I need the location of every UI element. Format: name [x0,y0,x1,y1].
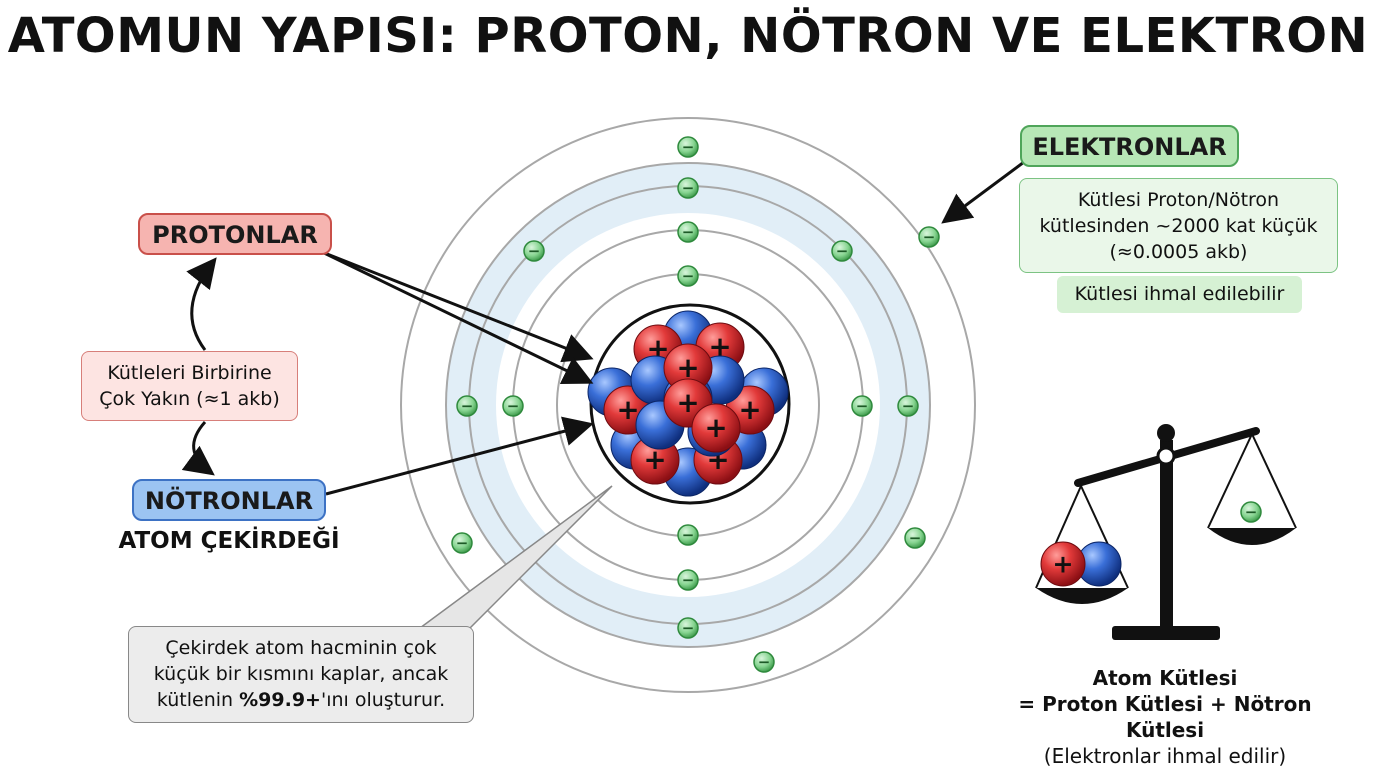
svg-text:−: − [682,267,695,285]
svg-text:−: − [923,228,936,246]
arrow-icon [321,250,594,385]
electron-icon: − [677,177,699,199]
page-title: ATOMUN YAPISI: PROTON, NÖTRON VE ELEKTRO… [7,8,1369,64]
svg-text:−: − [682,138,695,156]
electrons: − − − − − − − − − − − − − − − − − [451,136,940,673]
arrow-icon [941,160,1025,224]
svg-text:+: + [738,393,761,426]
electron-icon: − [451,532,473,554]
svg-text:−: − [456,534,469,552]
proton-neutron-mass-note: Kütleleri Birbirine Çok Yakın (≈1 akb) [81,351,298,421]
arrow-icon [321,250,594,363]
neutrons-label: NÖTRONLAR [132,479,326,521]
electron-icon: − [677,617,699,639]
svg-text:+: + [1052,549,1073,578]
electron-note-line: (≈0.0005 akb) [1109,241,1248,263]
electron-mass-note: Kütlesi Proton/Nötron kütlesinden ~2000 … [1019,178,1338,273]
electron-icon: − [753,651,775,673]
electron-icon: − [851,395,873,417]
mass-note-line: Çok Yakın (≈1 akb) [99,388,280,410]
electrons-label: ELEKTRONLAR [1020,125,1239,167]
nucleus-label: ATOM ÇEKİRDEĞİ [118,528,340,554]
arrows [181,160,1025,496]
svg-text:−: − [909,529,922,547]
electron-icon: − [831,240,853,262]
nucleus-note-percent: %99.9+ [239,689,321,711]
balance-scale-icon [1035,424,1297,640]
orbit-ring [445,162,931,648]
arrow-icon [186,257,217,351]
electron-note-line: Kütlesi Proton/Nötron [1077,189,1280,211]
arrow-icon [325,416,594,496]
svg-text:−: − [682,571,695,589]
nucleus-note-text: 'ını oluşturur. [320,689,446,711]
electron-icon: − [502,395,524,417]
electron-note-line: kütlesinden ~2000 kat küçük [1039,215,1318,237]
nucleus-note-line: kütlenin %99.9+'ını oluşturur. [139,687,463,713]
electron-negligible-note: Kütlesi ihmal edilebilir [1057,276,1302,313]
svg-text:−: − [902,397,915,415]
svg-text:−: − [682,619,695,637]
mass-note-line: Kütleleri Birbirine [107,362,272,384]
scale-particles: +− [1040,501,1262,587]
nucleus-note-line: küçük bir kısmını kaplar, ancak [153,663,449,685]
electron-icon: − [677,136,699,158]
svg-text:−: − [836,242,849,260]
svg-text:−: − [528,242,541,260]
nucleus-volume-note: Çekirdek atom hacminin çok küçük bir kıs… [128,626,474,723]
electron-icon: − [1240,501,1262,523]
svg-text:−: − [507,397,520,415]
svg-text:+: + [704,411,727,444]
electron-icon: − [897,395,919,417]
electron-icon: − [677,524,699,546]
svg-text:−: − [682,526,695,544]
nucleus-note-line: Çekirdek atom hacminin çok [165,637,437,659]
svg-text:+: + [676,386,699,419]
electron-icon: − [904,527,926,549]
atomic-mass-formula: Atom Kütlesi = Proton Kütlesi + Nötron K… [980,665,1350,769]
orbit-ring [400,117,976,693]
nucleus: +++++++++ [587,303,791,505]
electron-icon: − [918,226,940,248]
proton-icon: + [663,343,713,393]
formula-equation: = Proton Kütlesi + Nötron Kütlesi [1018,692,1312,742]
nucleus-note-text: kütlenin [156,689,240,711]
svg-text:−: − [682,179,695,197]
svg-text:+: + [676,351,699,384]
svg-text:−: − [1245,503,1258,521]
formula-title: Atom Kütlesi [1092,666,1238,690]
electron-icon: − [677,265,699,287]
proton-icon: + [691,403,741,453]
electron-icon: − [677,221,699,243]
proton-icon: + [1040,541,1086,587]
svg-text:−: − [758,653,771,671]
svg-text:+: + [616,393,639,426]
svg-text:+: + [643,443,666,476]
electron-icon: − [677,569,699,591]
svg-text:+: + [708,330,731,363]
svg-text:−: − [461,397,474,415]
electron-icon: − [523,240,545,262]
arrow-icon [181,421,215,476]
protons-label: PROTONLAR [138,213,332,255]
svg-text:−: − [682,223,695,241]
svg-text:−: − [856,397,869,415]
electron-icon: − [456,395,478,417]
formula-note: (Elektronlar ihmal edilir) [1043,744,1287,768]
